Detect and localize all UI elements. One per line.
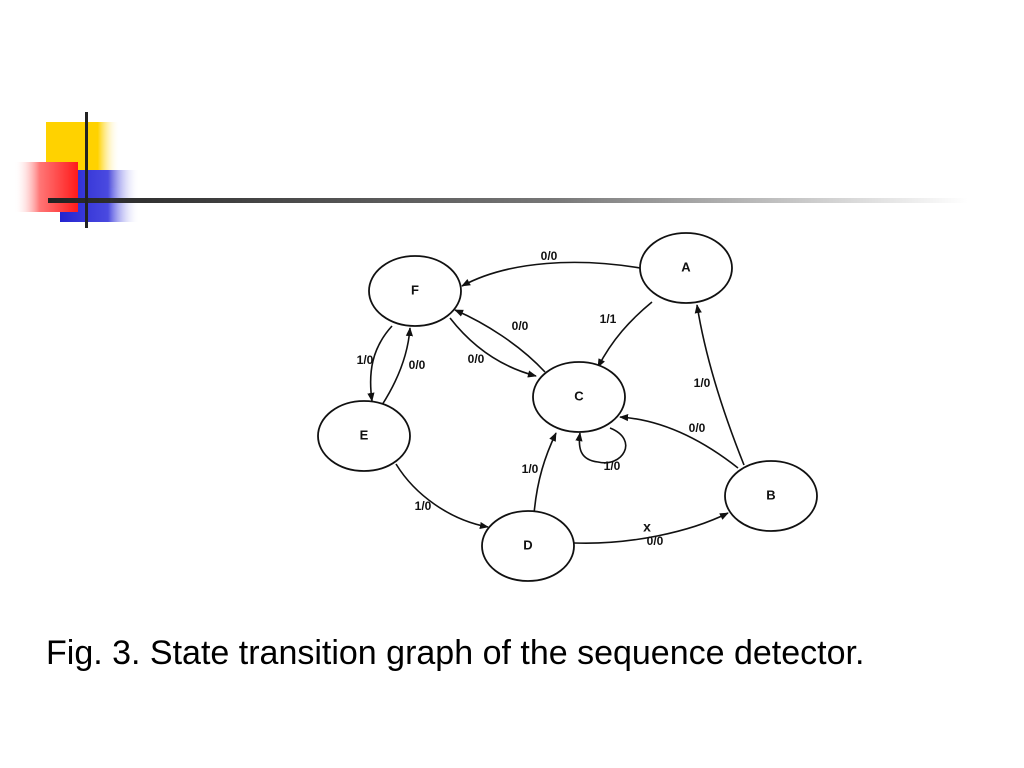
figure-caption: Fig. 3. State transition graph of the se… — [46, 634, 865, 672]
edge-c-to-f-label: 0/0 — [512, 319, 529, 333]
edge-d-to-b-label: 0/0 — [647, 534, 664, 548]
state-b-label: B — [766, 487, 775, 502]
slide-decoration — [14, 112, 968, 228]
edge-d-to-c-label: 1/0 — [522, 462, 539, 476]
state-transition-graph: A B C D E F 0/0 1/1 0/0 0/0 1/0 0/0 1/0 … — [317, 232, 818, 582]
state-e-circle — [317, 400, 411, 472]
edge-a-to-f-label: 0/0 — [541, 249, 558, 263]
edge-d-to-b — [573, 512, 729, 544]
edge-b-to-a — [694, 304, 745, 466]
state-c-label: C — [574, 388, 584, 403]
edge-e-to-f — [381, 327, 413, 406]
state-d-circle — [481, 510, 575, 582]
horizontal-rule — [48, 198, 968, 203]
edge-a-to-f — [461, 261, 641, 287]
edge-b-to-c-label: 0/0 — [689, 421, 706, 435]
edge-b-to-c — [619, 413, 739, 469]
vertical-rule — [85, 112, 88, 228]
state-c-circle — [532, 361, 626, 433]
edge-e-to-d — [395, 463, 489, 530]
state-f-label: F — [411, 282, 419, 297]
edge-f-to-e — [367, 325, 393, 402]
edge-c-self-loop-label: 1/0 — [604, 459, 621, 473]
edge-e-to-d-label: 1/0 — [415, 499, 432, 513]
edge-a-to-c-label: 1/1 — [600, 312, 617, 326]
edge-a-to-c — [597, 301, 653, 368]
edge-e-to-f-label: 0/0 — [409, 358, 426, 372]
state-f-circle — [368, 255, 462, 327]
red-square — [14, 162, 78, 212]
edge-f-to-c — [449, 317, 537, 378]
state-a-label: A — [681, 259, 691, 274]
edge-c-self-loop — [575, 427, 627, 464]
edge-f-to-c-label: 0/0 — [468, 352, 485, 366]
state-b-circle — [724, 460, 818, 532]
edge-d-to-b-mark: x — [643, 519, 651, 535]
state-d-label: D — [523, 537, 532, 552]
state-e-label: E — [360, 427, 369, 442]
edge-b-to-a-label: 1/0 — [694, 376, 711, 390]
edge-d-to-c — [533, 432, 557, 515]
edge-f-to-e-label: 1/0 — [357, 353, 374, 367]
state-a-circle — [639, 232, 733, 304]
edge-c-to-f — [454, 309, 546, 373]
